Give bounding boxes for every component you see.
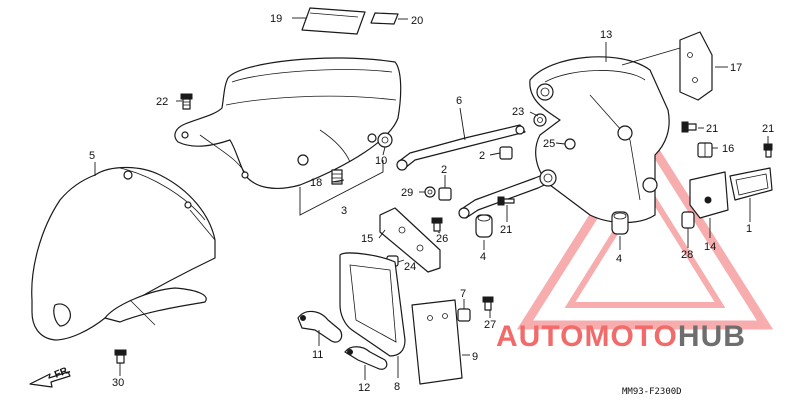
rubber-4a[interactable]	[475, 214, 493, 238]
collar-28[interactable]	[681, 211, 695, 229]
callout-14: 14	[704, 241, 716, 253]
rear-seat-cowl[interactable]	[174, 57, 402, 189]
callout-10: 10	[375, 155, 387, 167]
front-direction-label: FR.	[53, 364, 72, 380]
collar-2b[interactable]	[438, 187, 452, 201]
callout-17: 17	[730, 62, 742, 74]
callout-9: 9	[472, 351, 478, 363]
collar-25[interactable]	[564, 138, 576, 150]
callout-22: 22	[156, 96, 168, 108]
bracket-line-3	[299, 160, 384, 216]
callout-29: 29	[401, 187, 413, 199]
collar-7[interactable]	[457, 308, 471, 322]
plate-9[interactable]	[411, 299, 463, 385]
rear-fender[interactable]	[31, 166, 216, 341]
bolt-26[interactable]	[431, 217, 443, 232]
callout-5: 5	[89, 150, 95, 162]
bolt-22[interactable]	[180, 93, 193, 110]
callout-18: 18	[310, 177, 322, 189]
collar-2a[interactable]	[499, 146, 513, 160]
callout-2a: 2	[479, 150, 485, 162]
socket-16[interactable]	[697, 142, 713, 158]
rubber-4b[interactable]	[611, 211, 629, 235]
callout-28: 28	[681, 249, 693, 261]
rear-stay-6[interactable]	[396, 124, 526, 171]
bolt-27[interactable]	[482, 296, 494, 311]
grommet-23[interactable]	[533, 113, 547, 127]
watermark-part1: AUTOMOTO	[496, 320, 678, 353]
watermark-logo	[516, 126, 774, 330]
callout-21a: 21	[706, 123, 718, 135]
rear-bracket-13[interactable]	[529, 56, 670, 224]
grommet-10[interactable]	[377, 132, 393, 148]
callout-4a: 4	[480, 251, 486, 263]
callout-15: 15	[361, 233, 373, 245]
grip-12[interactable]	[344, 346, 388, 370]
watermark-text: AUTOMOTOHUB	[496, 320, 746, 353]
callout-8: 8	[394, 381, 400, 393]
leader-lines	[94, 17, 769, 380]
callout-30: 30	[112, 377, 124, 389]
callout-7: 7	[460, 288, 466, 300]
callout-labels: 19 20 13 17 6 22 23 21 21 25 16 2 10 5 2…	[89, 13, 774, 394]
front-direction-arrow: FR.	[29, 364, 72, 388]
diagram-code: MM93-F2300D	[622, 387, 682, 397]
svg-text:AUTOMOTOHUB: AUTOMOTOHUB	[496, 320, 746, 353]
bolt-21c[interactable]	[497, 196, 515, 206]
frame-8[interactable]	[339, 252, 406, 357]
light-bracket-14[interactable]	[689, 171, 729, 219]
grip-11[interactable]	[297, 310, 343, 343]
callout-21b: 21	[762, 123, 774, 135]
callout-19: 19	[270, 13, 282, 25]
callout-23: 23	[512, 106, 524, 118]
callout-2b: 2	[441, 164, 447, 176]
callout-12: 12	[358, 382, 370, 394]
callout-26: 26	[436, 233, 448, 245]
callout-11: 11	[312, 349, 323, 361]
decal-19[interactable]	[301, 7, 366, 35]
callout-25: 25	[543, 138, 555, 150]
callout-21c: 21	[500, 224, 512, 236]
callout-20: 20	[411, 15, 423, 27]
callout-16: 16	[722, 143, 734, 155]
bolt-21a[interactable]	[681, 121, 697, 133]
callout-4b: 4	[616, 253, 622, 265]
license-bracket-17[interactable]	[679, 31, 713, 101]
callout-3: 3	[341, 205, 347, 217]
callout-13: 13	[600, 29, 612, 41]
license-light-1[interactable]	[729, 167, 773, 201]
decal-20[interactable]	[370, 12, 399, 25]
bolt-30[interactable]	[114, 349, 127, 364]
watermark-part2: HUB	[678, 320, 746, 353]
callout-24: 24	[404, 261, 416, 273]
callout-27: 27	[484, 319, 496, 331]
reflector-bracket-15[interactable]	[379, 207, 441, 273]
callout-1: 1	[746, 223, 752, 235]
washer-29[interactable]	[424, 186, 436, 198]
bolt-21b[interactable]	[763, 143, 773, 158]
callout-6: 6	[456, 95, 462, 107]
